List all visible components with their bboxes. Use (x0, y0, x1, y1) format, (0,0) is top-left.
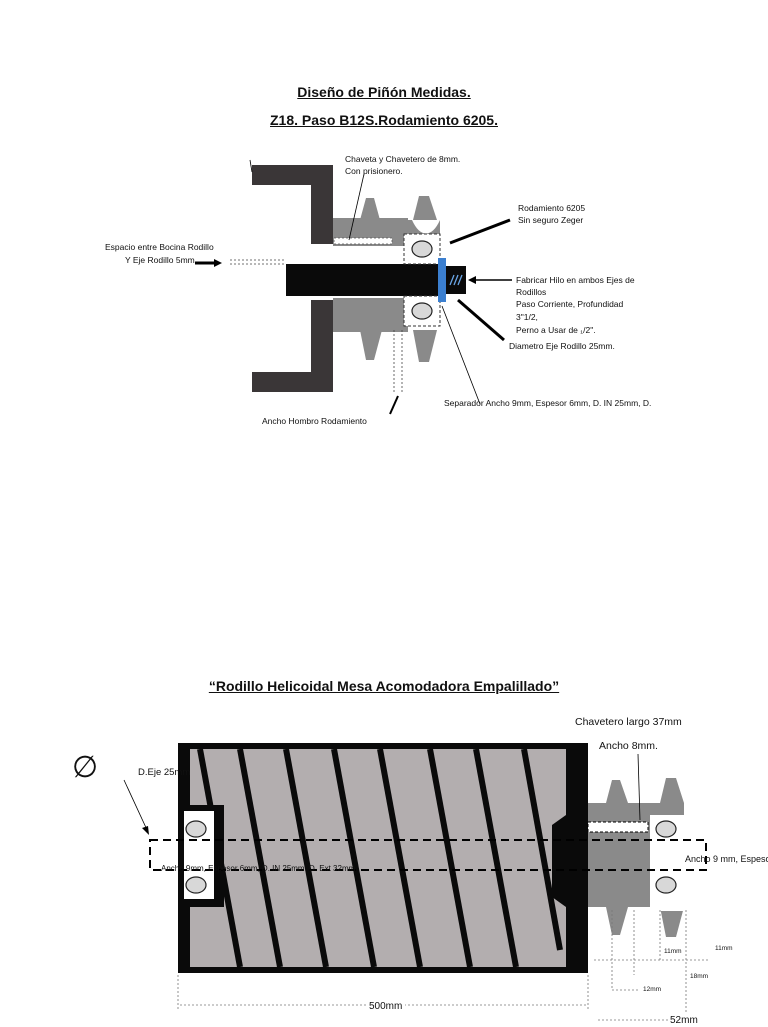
bearing-ball-lower (411, 302, 433, 320)
thread-mark (449, 274, 463, 286)
dim-12mm: 12mm (643, 986, 662, 993)
shaft (286, 264, 440, 296)
hilo-label-2: Rodillos (516, 287, 547, 297)
ancho9-label: Ancho 9 mm, Espesor (685, 854, 768, 864)
hombro-label: Ancho Hombro Rodamiento (262, 416, 367, 426)
hilo-label-4: 3"1/2, (516, 312, 538, 322)
page-subtitle: Z18. Paso B12S.Rodamiento 6205. (270, 112, 498, 128)
separador-label: Separador Ancho 9mm, Espesor 6mm, D. IN … (444, 398, 652, 408)
chaveta-label: Chaveta y Chavetero de 8mm. (345, 154, 461, 164)
hub-lower (333, 298, 408, 332)
dim-11mm-a: 11mm (664, 948, 682, 955)
ancho8-label: Ancho 8mm. (599, 740, 658, 752)
right-end-cap (552, 815, 588, 907)
separador-inner-label: Ancho 9mm, Espesor 6mm, D. IN 25mm, D. E… (161, 864, 356, 873)
sprocket-teeth-lower (360, 330, 437, 362)
chaveta-label-2: Con prisionero. (345, 166, 403, 176)
deje-label: D.Eje 25mm (138, 767, 191, 778)
dim-11mm-b: 11mm (715, 945, 733, 952)
dim-52mm: 52mm (668, 1014, 700, 1027)
sprocket-body-upper (355, 220, 440, 238)
dim-18mm: 18mm (690, 973, 709, 980)
sprocket-teeth-upper (360, 196, 437, 220)
hilo-label-3: Paso Corriente, Profundidad (516, 299, 624, 309)
espacio-label-2: Y Eje Rodillo 5mm (125, 255, 195, 265)
keyway-slot (333, 237, 393, 245)
rodamiento-label: Rodamiento 6205 (518, 203, 586, 213)
shaft-outline (149, 839, 707, 871)
dim-500mm: 500mm (366, 1000, 406, 1013)
rodamiento-label-2: Sin seguro Zeger (518, 215, 584, 225)
separator-ring (438, 258, 446, 302)
diameter-icon: ∅ (72, 750, 99, 785)
chavetero-label: Chavetero largo 37mm (575, 716, 682, 728)
roller-inner (190, 749, 566, 967)
hilo-label-1: Fabricar Hilo en ambos Ejes de (516, 275, 635, 285)
page-title: Diseño de Piñón Medidas. (297, 84, 471, 100)
bearing-ball-upper (411, 240, 433, 258)
helical-stripes (197, 748, 563, 968)
diametro-label: Diametro Eje Rodillo 25mm. (509, 341, 615, 351)
espacio-label: Espacio entre Bocina Rodillo (105, 242, 214, 252)
hilo-label-5: Perno a Usar de ₁/2". (516, 325, 596, 335)
roller-title: “Rodillo Helicoidal Mesa Acomodadora Emp… (208, 678, 560, 694)
bocina-upper (252, 165, 333, 244)
bocina-lower (252, 300, 333, 392)
